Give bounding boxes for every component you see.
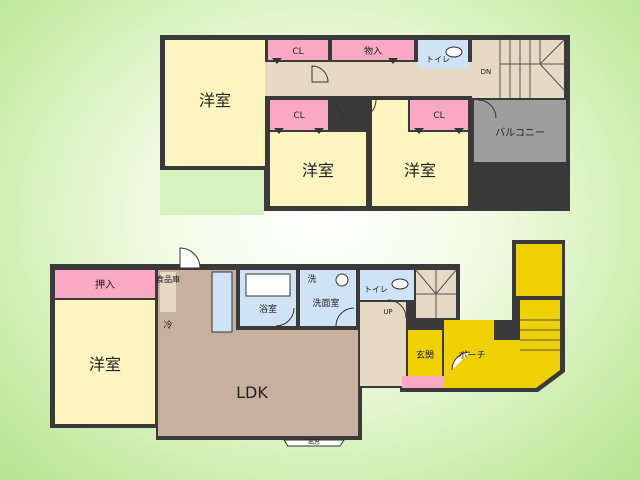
label-cl-mid-left: CL: [293, 111, 304, 121]
label-washroom: 洗面室: [312, 297, 339, 309]
shoe-storage: [402, 376, 454, 388]
stair-steps-upper: [499, 39, 565, 98]
label-room-western-large: 洋室: [199, 91, 231, 110]
door-swing: [387, 299, 407, 319]
porch-steps: [520, 319, 560, 351]
label-cl-mid-right: CL: [433, 111, 444, 121]
label-fridge: 冷: [163, 319, 172, 331]
door-swing: [311, 65, 329, 83]
label-balcony: バルコニー: [495, 127, 545, 139]
bathtub: [245, 273, 291, 297]
door-swing: [179, 247, 201, 269]
kitchen-counter: [211, 271, 233, 333]
label-porch: ポーチ: [458, 350, 485, 361]
closet-mid-right: [410, 100, 468, 130]
label-bath: 浴室: [259, 303, 277, 315]
door-swing: [451, 351, 471, 371]
label-up: UP: [383, 308, 392, 316]
balcony: [474, 100, 566, 162]
upper-floor: [160, 35, 570, 215]
label-dn: DN: [481, 68, 492, 76]
room-western-mid-right: [372, 132, 468, 206]
label-storage: 物入: [364, 45, 382, 57]
label-wash-mark: 洗: [307, 273, 316, 285]
label-room-western-mid-left: 洋室: [302, 161, 334, 180]
stairs-upper: [472, 40, 564, 98]
label-closet-lower: 押入: [95, 278, 115, 291]
label-room-western-lower: 洋室: [89, 355, 121, 374]
stair-steps-lower: [415, 269, 457, 318]
label-entrance: 玄関: [416, 349, 434, 361]
door-swing: [335, 99, 355, 119]
label-cl-top: CL: [292, 47, 303, 57]
lower-floor: [50, 240, 565, 447]
entrance: [408, 330, 442, 376]
door-swing: [477, 99, 497, 119]
door-swing: [357, 99, 377, 119]
closet-top: [268, 40, 328, 60]
porch: [444, 320, 494, 388]
label-pantry: 食品庫: [156, 274, 180, 284]
label-room-western-mid-right: 洋室: [404, 161, 436, 180]
label-toilet-upper: トイレ: [426, 55, 450, 64]
label-bay-window: 出窓: [308, 438, 320, 446]
closet-door-markers: [272, 58, 464, 134]
room-western-mid-left: [270, 132, 366, 206]
label-toilet-lower: トイレ: [364, 285, 388, 294]
hall: [360, 302, 406, 386]
door-swing: [335, 307, 355, 327]
room-western-lower: [55, 300, 155, 424]
door-swing: [275, 307, 295, 327]
toilet-fixture: [391, 278, 409, 290]
closet-mid-left: [270, 100, 328, 130]
closet-lower: [55, 270, 155, 298]
toilet-fixture: [445, 46, 463, 58]
pantry: [160, 272, 176, 312]
bay-window: [283, 439, 345, 447]
label-ldk: LDK: [236, 383, 268, 402]
storage: [332, 40, 414, 60]
room-western-large: [165, 40, 265, 166]
sink: [335, 273, 349, 287]
